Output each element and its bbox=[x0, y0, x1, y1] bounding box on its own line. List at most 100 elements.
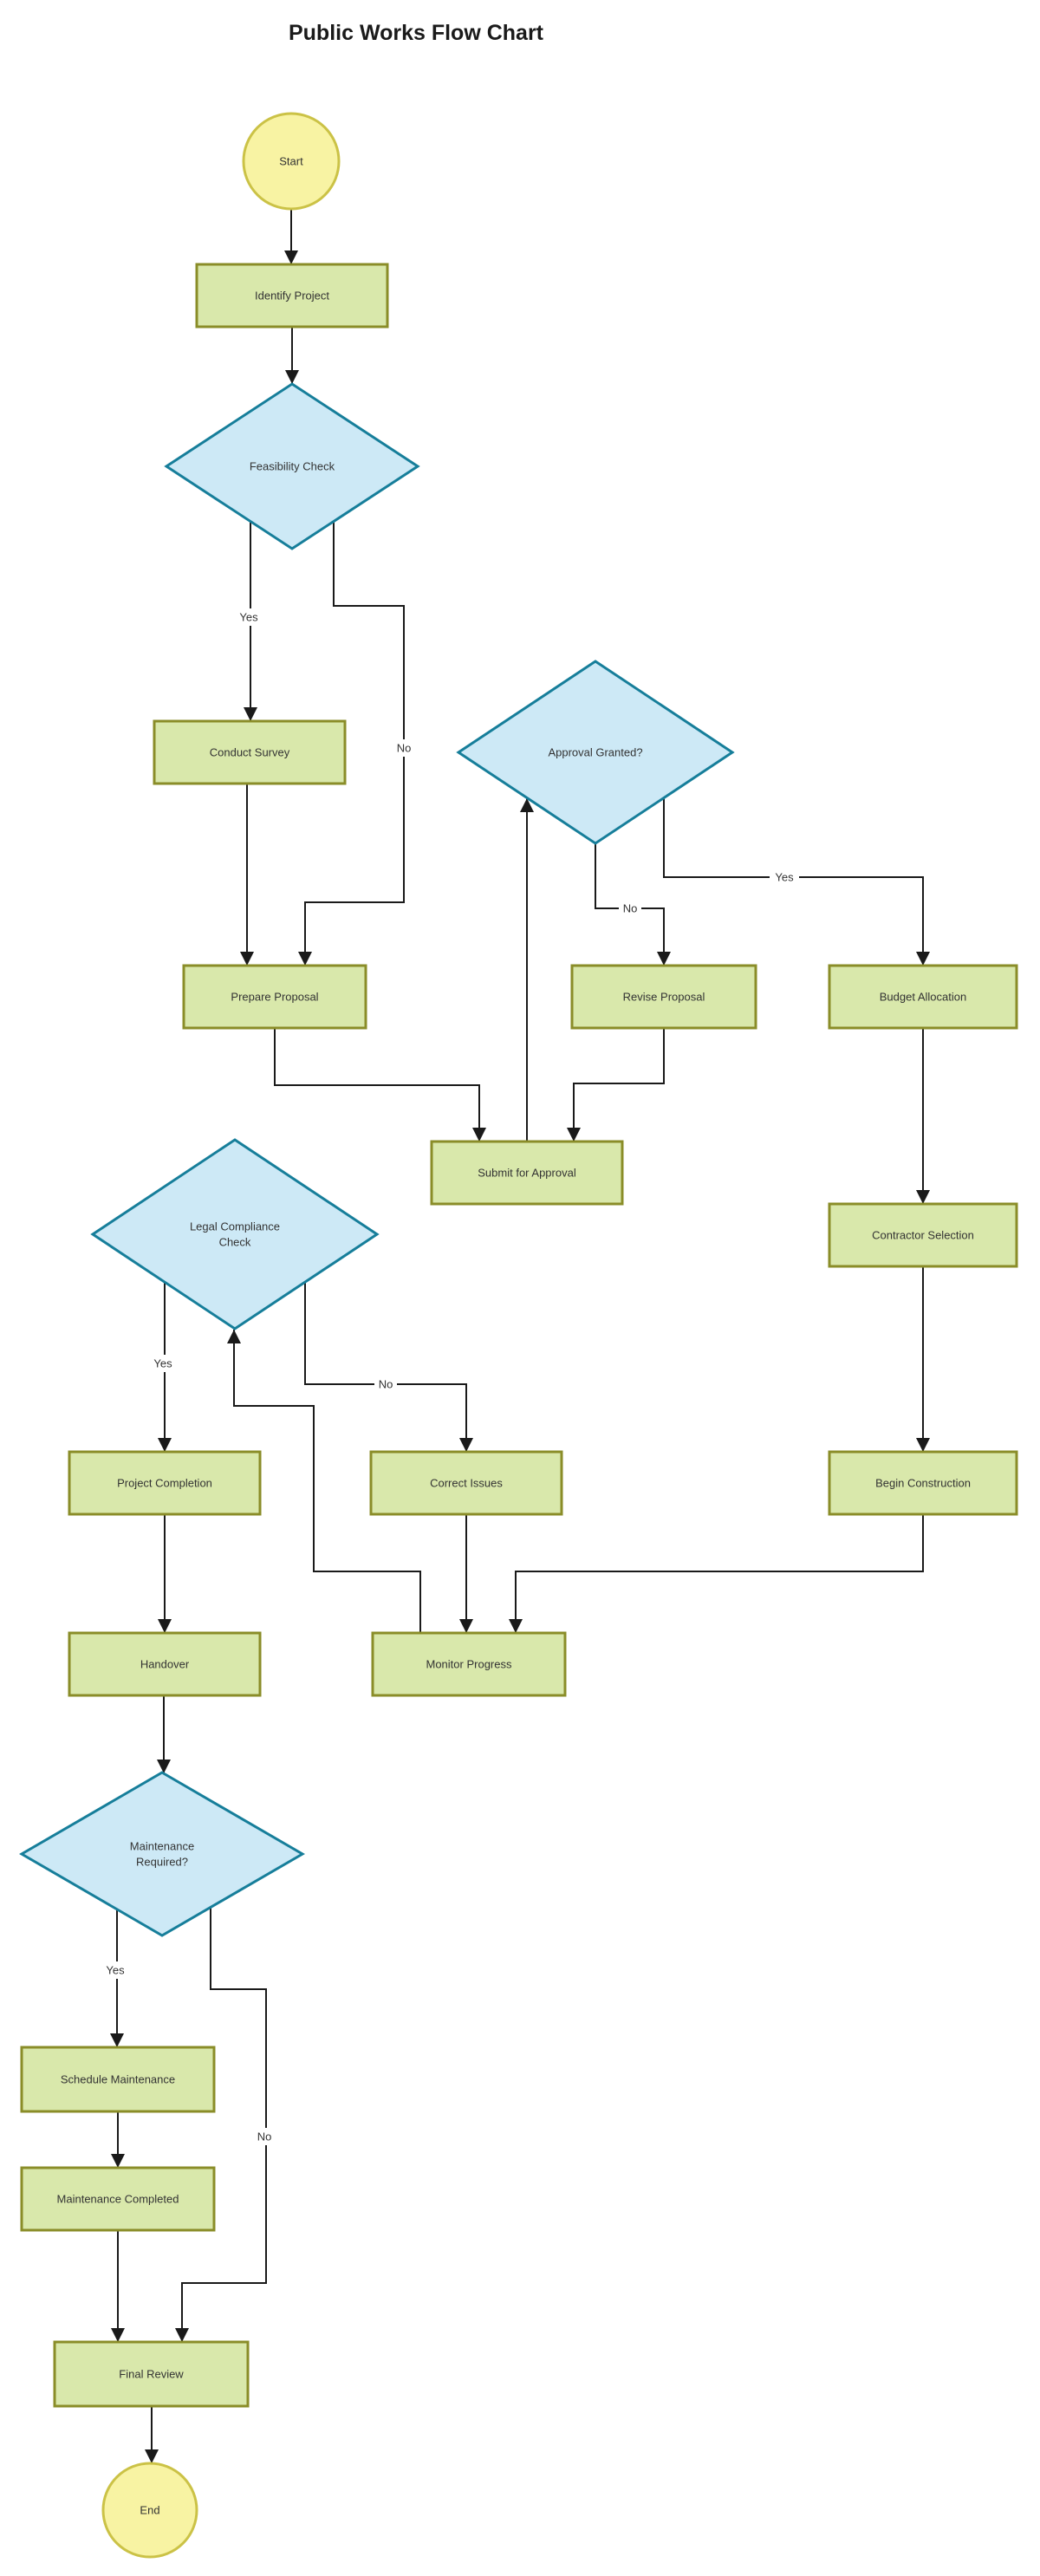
node-prepare-proposal: Prepare Proposal bbox=[182, 964, 367, 1030]
edge-label-no: No bbox=[623, 902, 638, 915]
correct-issues-box bbox=[369, 1450, 563, 1516]
node-approval-granted: Approval Granted? bbox=[456, 660, 735, 845]
node-prepare-proposal-label: Prepare Proposal bbox=[231, 991, 318, 1004]
edge-label-backing bbox=[101, 1961, 130, 1979]
arrowhead-icon bbox=[158, 1619, 172, 1633]
edge-label-backing bbox=[374, 1376, 397, 1393]
edge-maintenance-required--final-review: No bbox=[175, 1907, 276, 2342]
node-project-completion: Project Completion bbox=[68, 1450, 262, 1516]
arrowhead-icon bbox=[509, 1619, 523, 1633]
arrowhead-icon bbox=[111, 2328, 125, 2342]
arrowhead-icon bbox=[111, 2154, 125, 2168]
node-submit-for-approval: Submit for Approval bbox=[430, 1140, 624, 1206]
arrowhead-icon bbox=[916, 952, 930, 966]
arrowhead-icon bbox=[285, 370, 299, 384]
edge-identify-project--feasibility-check bbox=[285, 327, 299, 384]
edge-schedule-maintenance--maintenance-completed bbox=[111, 2111, 125, 2168]
edge-feasibility-check--prepare-proposal: No bbox=[298, 522, 415, 966]
arrowhead-icon bbox=[520, 798, 534, 812]
node-end-label: End bbox=[140, 2504, 159, 2517]
arrowhead-icon bbox=[459, 1438, 473, 1452]
node-handover-label: Handover bbox=[140, 1658, 190, 1671]
node-budget-allocation-label: Budget Allocation bbox=[880, 991, 966, 1004]
edge-label-backing bbox=[770, 868, 799, 886]
node-submit-for-approval-label: Submit for Approval bbox=[478, 1167, 576, 1180]
edge-label-no: No bbox=[397, 742, 412, 755]
arrowhead-icon bbox=[110, 2033, 124, 2047]
node-handover: Handover bbox=[68, 1631, 262, 1697]
node-correct-issues-label: Correct Issues bbox=[430, 1477, 503, 1490]
node-start-label: Start bbox=[279, 155, 303, 168]
edge-legal-compliance-check--project-completion: Yes bbox=[148, 1282, 178, 1452]
arrowhead-icon bbox=[472, 1128, 486, 1142]
edge-budget-allocation--contractor-selection bbox=[916, 1029, 930, 1204]
edge-line bbox=[573, 1028, 665, 1142]
arrowhead-icon bbox=[240, 952, 254, 966]
arrowhead-icon bbox=[298, 952, 312, 966]
edge-start--identify-project bbox=[284, 209, 298, 264]
edge-prepare-proposal--submit-for-approval bbox=[274, 1028, 486, 1142]
node-conduct-survey-label: Conduct Survey bbox=[210, 746, 290, 759]
start-circle bbox=[242, 112, 341, 211]
node-revise-proposal: Revise Proposal bbox=[570, 964, 757, 1030]
edge-label-yes: Yes bbox=[775, 871, 794, 884]
node-schedule-maintenance: Schedule Maintenance bbox=[20, 2046, 216, 2113]
edge-line bbox=[304, 1282, 467, 1452]
node-begin-construction: Begin Construction bbox=[828, 1450, 1018, 1516]
node-identify-project: Identify Project bbox=[195, 263, 389, 329]
edge-approval-granted--budget-allocation: Yes bbox=[663, 798, 930, 966]
arrowhead-icon bbox=[158, 1438, 172, 1452]
edge-label-no: No bbox=[379, 1378, 393, 1391]
node-maintenance-completed: Maintenance Completed bbox=[20, 2166, 216, 2232]
edge-label-backing bbox=[234, 608, 263, 626]
handover-box bbox=[68, 1631, 262, 1697]
edge-contractor-selection--begin-construction bbox=[916, 1266, 930, 1452]
node-contractor-selection-label: Contractor Selection bbox=[872, 1229, 974, 1242]
edge-label-no: No bbox=[257, 2130, 272, 2143]
node-final-review-label: Final Review bbox=[119, 2368, 184, 2381]
final-review-box bbox=[53, 2340, 250, 2408]
arrowhead-icon bbox=[244, 707, 257, 721]
node-maintenance-completed-label: Maintenance Completed bbox=[57, 2193, 179, 2206]
arrowhead-icon bbox=[175, 2328, 189, 2342]
node-approval-granted-label: Approval Granted? bbox=[548, 746, 642, 759]
node-identify-project-label: Identify Project bbox=[255, 289, 329, 302]
budget-allocation-box bbox=[828, 964, 1018, 1030]
edge-label-backing bbox=[253, 2128, 276, 2145]
node-final-review: Final Review bbox=[53, 2340, 250, 2408]
edge-submit-for-approval--approval-granted bbox=[520, 798, 534, 1142]
node-monitor-progress: Monitor Progress bbox=[371, 1631, 567, 1697]
edge-label-backing bbox=[393, 739, 415, 757]
maintenance-required-diamond bbox=[19, 1771, 305, 1937]
contractor-selection-box bbox=[828, 1202, 1018, 1268]
node-end: End bbox=[101, 2462, 198, 2559]
arrowhead-icon bbox=[459, 1619, 473, 1633]
project-completion-box bbox=[68, 1450, 262, 1516]
arrowhead-icon bbox=[916, 1190, 930, 1204]
edge-label-backing bbox=[148, 1355, 178, 1372]
edge-final-review--end bbox=[145, 2406, 159, 2463]
schedule-maintenance-box bbox=[20, 2046, 216, 2113]
edge-correct-issues--monitor-progress bbox=[459, 1514, 473, 1633]
edge-line bbox=[181, 1907, 267, 2342]
node-budget-allocation: Budget Allocation bbox=[828, 964, 1018, 1030]
edge-approval-granted--revise-proposal: No bbox=[595, 843, 671, 966]
approval-granted-diamond bbox=[456, 660, 735, 845]
edge-label-yes: Yes bbox=[239, 611, 258, 624]
edge-monitor-progress--legal-compliance-check bbox=[227, 1330, 421, 1633]
edge-begin-construction--monitor-progress bbox=[509, 1514, 924, 1633]
conduct-survey-box bbox=[153, 719, 347, 785]
legal-compliance-check-diamond bbox=[90, 1138, 380, 1330]
arrowhead-icon bbox=[916, 1438, 930, 1452]
node-revise-proposal-label: Revise Proposal bbox=[623, 991, 705, 1004]
arrowhead-icon bbox=[227, 1330, 241, 1343]
node-project-completion-label: Project Completion bbox=[117, 1477, 212, 1490]
edge-line bbox=[274, 1028, 480, 1142]
node-monitor-progress-label: Monitor Progress bbox=[426, 1658, 512, 1671]
